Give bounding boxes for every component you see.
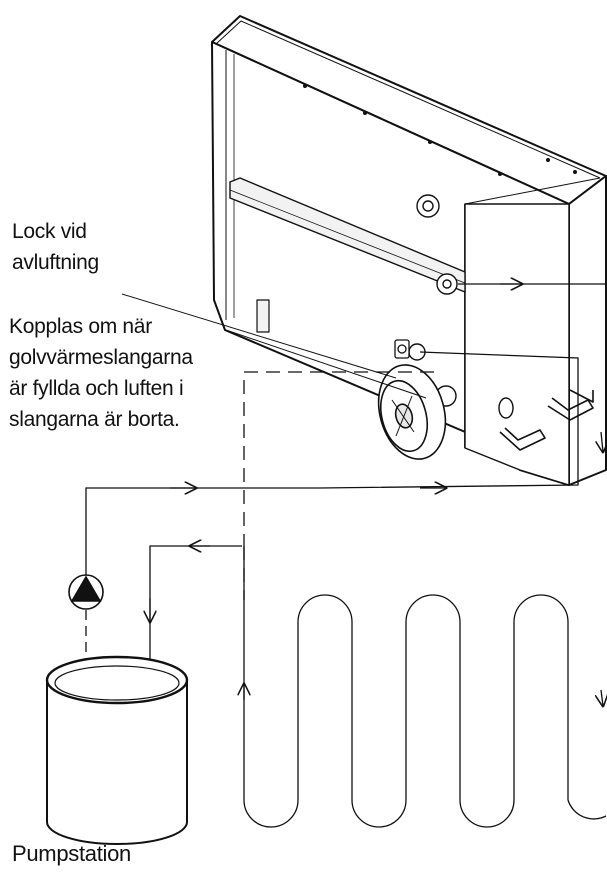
label-reconnect-note: Kopplas om när golvvärmeslangarna är fyl…: [9, 311, 229, 435]
vent-valve: [394, 339, 410, 359]
unit-side-face: [568, 175, 607, 486]
pump-symbol: [68, 574, 104, 610]
pipe-bypass-dashed: [243, 371, 434, 546]
pump-triangle: [70, 575, 102, 602]
unit-rail-bar: [229, 177, 466, 293]
label-line: Lock vid: [12, 220, 87, 243]
floor-heating-loop: [243, 546, 607, 828]
unit-side-top-edge: [464, 177, 601, 205]
pump-station-barrel: [45, 655, 189, 845]
unit-top-rim: [215, 20, 601, 179]
heating-unit: [211, 15, 607, 486]
pipe-supply: [85, 487, 320, 586]
unit-bolts: [303, 84, 577, 176]
label-line: är fyllda och luften i: [9, 377, 184, 400]
pipe-return: [319, 351, 579, 489]
label-line: slangarna är borta.: [9, 408, 180, 431]
leader-couple: [225, 329, 427, 399]
pipe-pump-return: [149, 545, 242, 690]
label-lock-vent: Lock vid avluftning: [12, 216, 142, 278]
unit-bottom-leg: [256, 299, 270, 333]
label-pump-station: Pumpstation: [12, 841, 131, 866]
label-line: Kopplas om när: [9, 315, 152, 338]
leader-lock: [121, 293, 397, 379]
side-window: [498, 397, 514, 419]
barrel-inner-rim: [54, 665, 180, 701]
label-line: avluftning: [12, 251, 99, 274]
label-line: golvvärmeslangarna: [9, 346, 193, 369]
unit-side-panel: [464, 203, 570, 486]
unit-wheel: [377, 364, 447, 460]
barrel-body: [46, 680, 188, 845]
unit-rail-line: [229, 189, 466, 284]
